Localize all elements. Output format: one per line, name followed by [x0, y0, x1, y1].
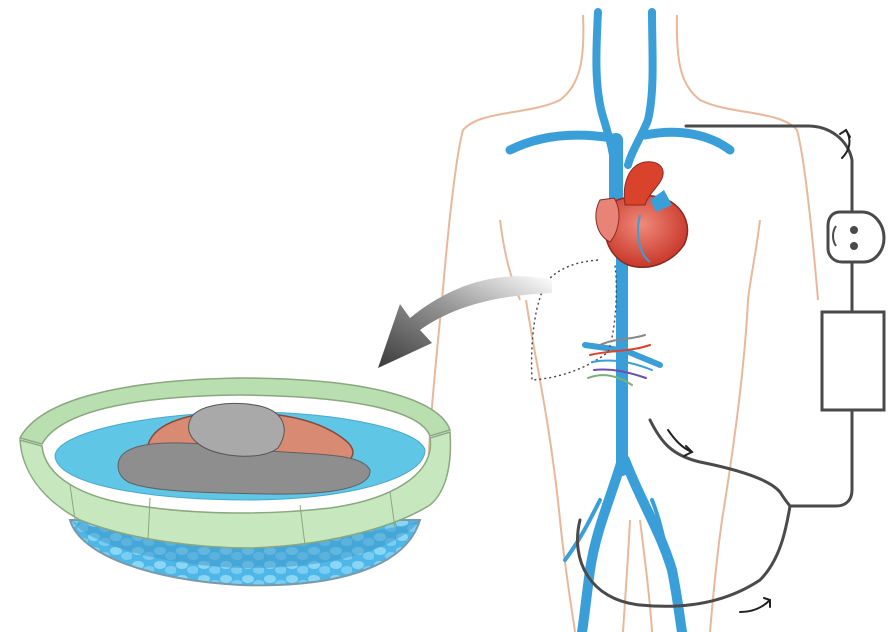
right-subclavian-vein	[645, 132, 730, 150]
liver-outline-dotted	[532, 260, 617, 380]
left-iliac-vein	[582, 460, 622, 632]
pump	[828, 212, 884, 262]
pump-dot	[850, 242, 858, 250]
pump-dot	[850, 226, 858, 234]
heat-exchanger-box	[822, 312, 884, 410]
filter-to-junction	[790, 410, 852, 506]
right-jugular-vein	[628, 12, 653, 165]
femoral-cannula	[578, 506, 791, 606]
left-subclavian-vein	[510, 135, 612, 150]
renal-vein-left	[585, 345, 620, 350]
flow-arrow-icon	[840, 130, 850, 137]
flow-arrow-icon	[740, 600, 770, 612]
venous-system	[510, 12, 730, 632]
transfer-arrow	[378, 276, 552, 368]
ice-basin	[20, 378, 450, 585]
